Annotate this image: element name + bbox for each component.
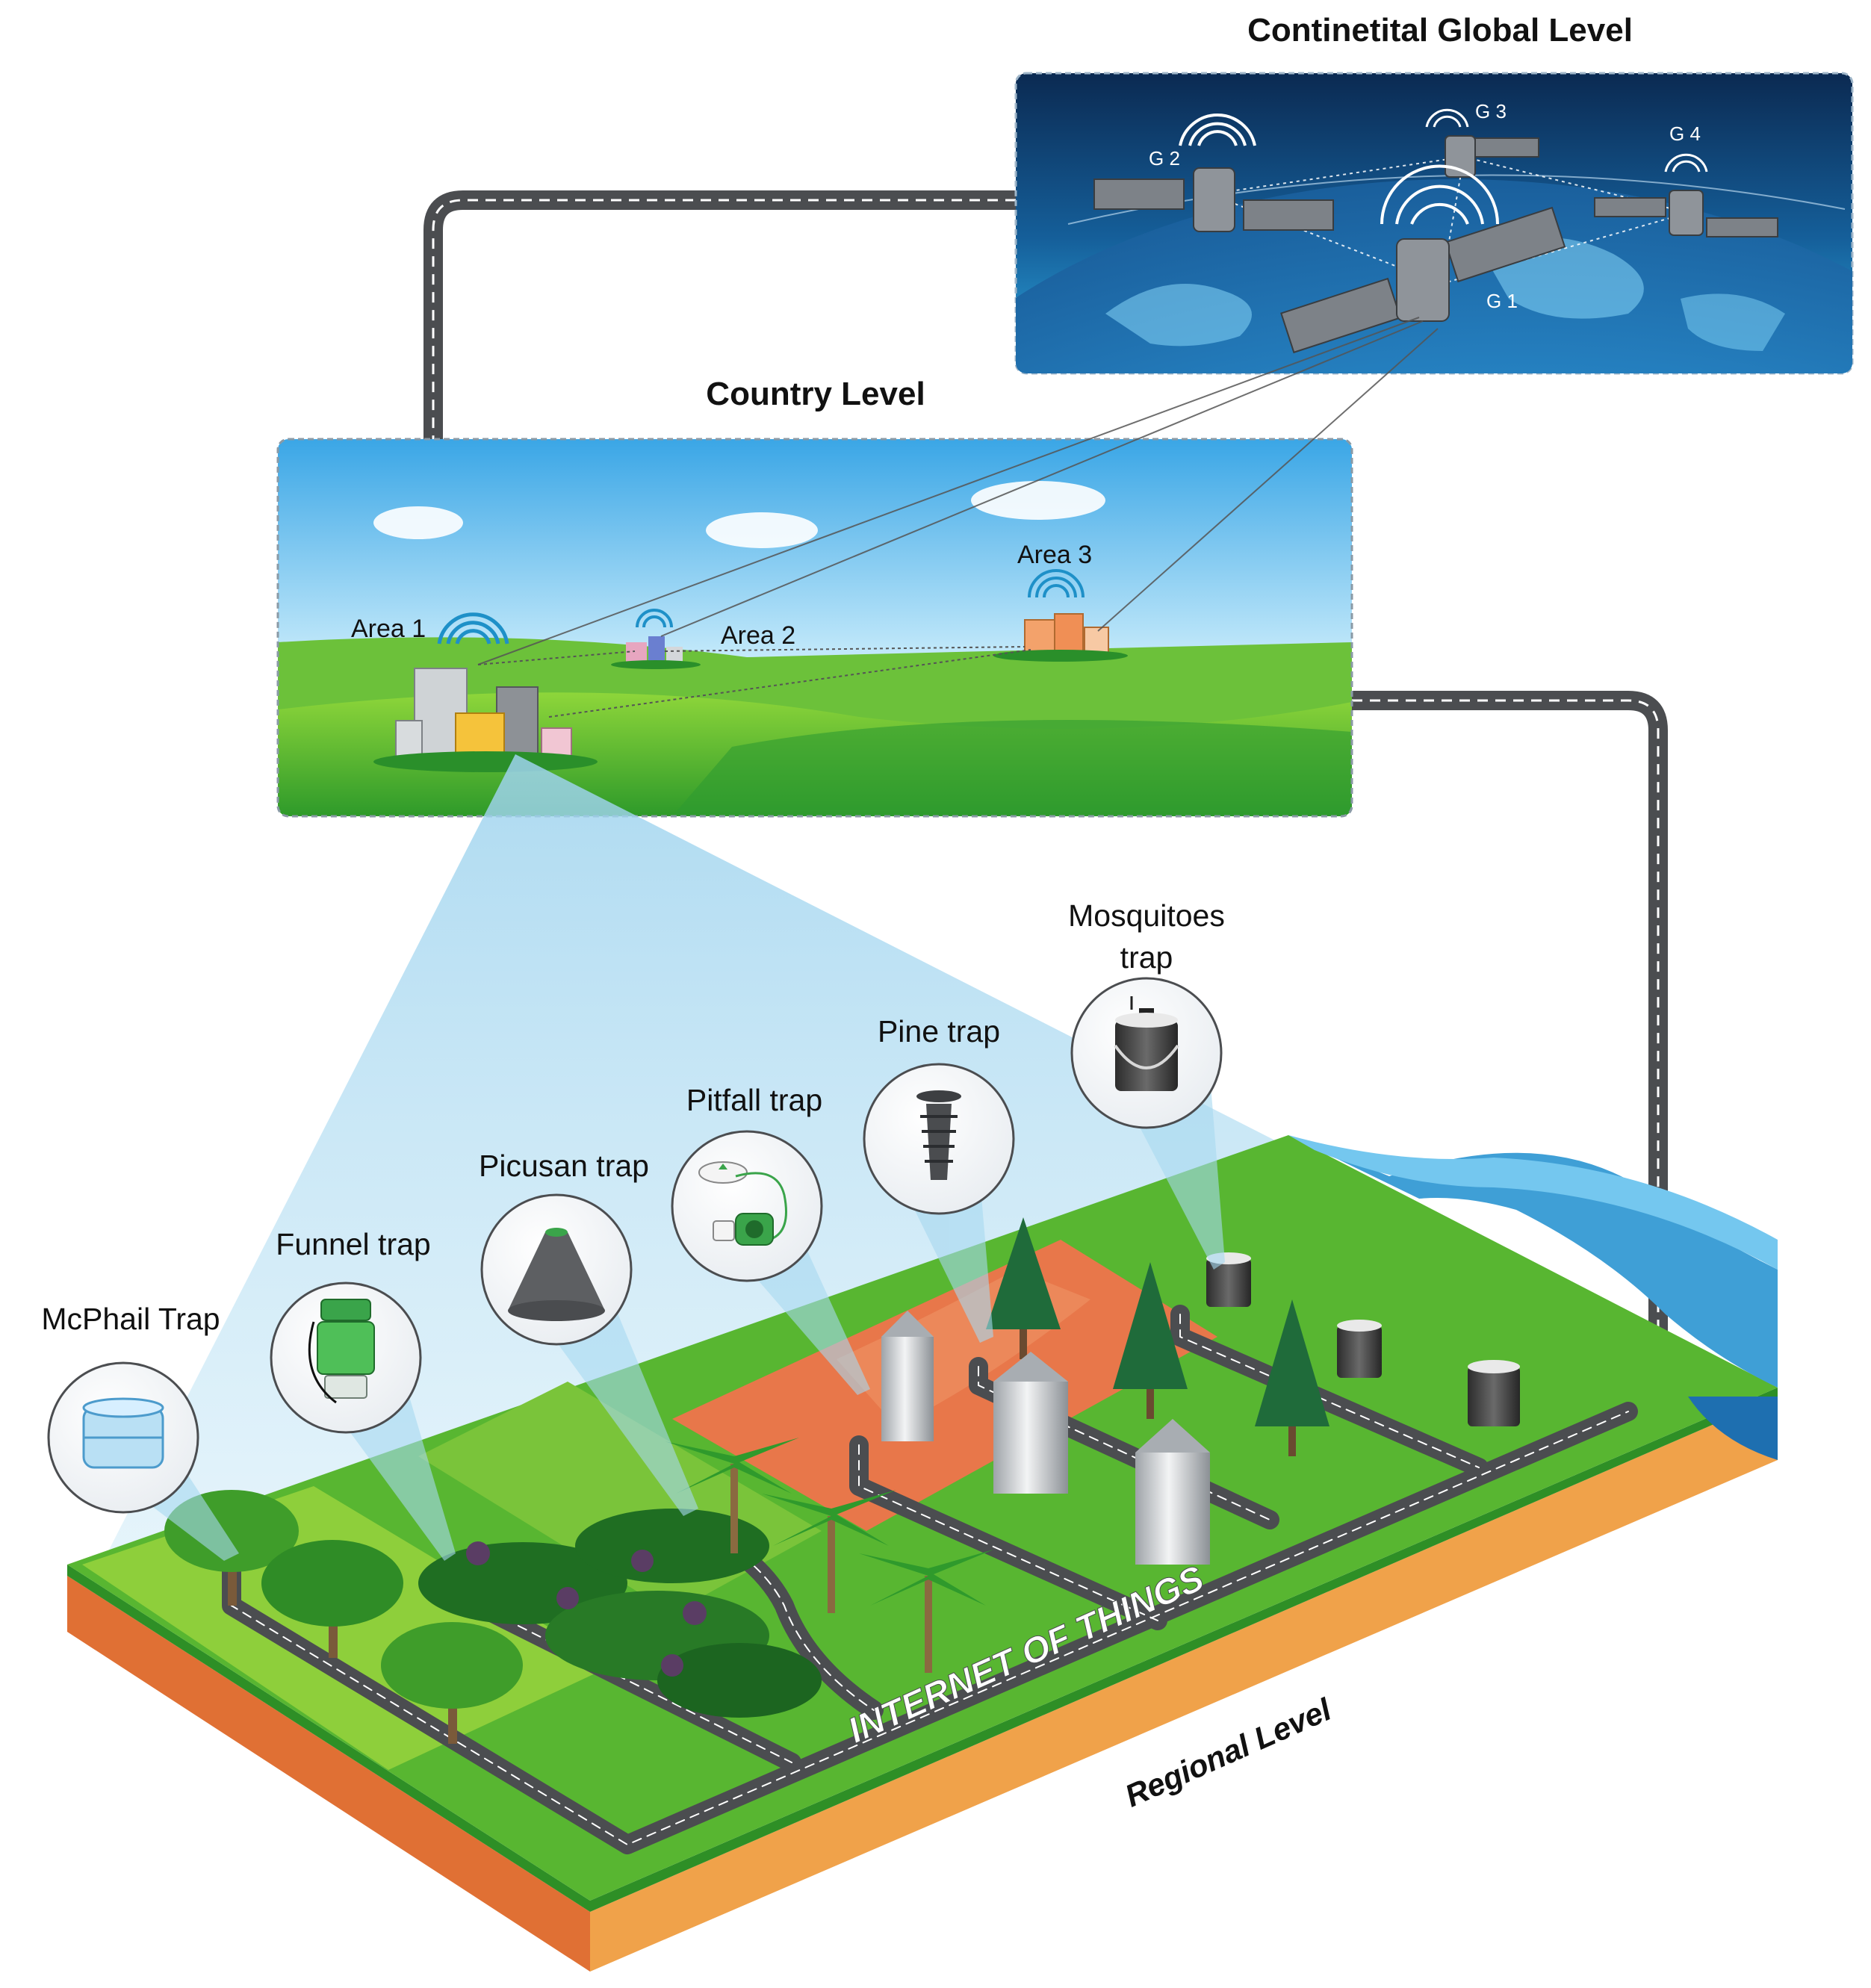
mosquito-buckets	[1206, 1252, 1520, 1426]
satellite-label-g3: G 3	[1475, 100, 1507, 122]
signal-icon	[1425, 108, 1469, 128]
area-2-town	[611, 609, 701, 669]
signal-icon	[1179, 114, 1256, 146]
mcphail-trap-label: McPhail Trap	[41, 1302, 220, 1336]
area-3-label: Area 3	[1017, 541, 1092, 569]
palm-trees	[665, 1438, 993, 1673]
satellite-label-g2: G 2	[1149, 147, 1180, 170]
mcphail-trap-icon	[82, 1397, 164, 1469]
signal-icon	[1028, 569, 1085, 598]
mcphail-trap-callout	[47, 1361, 199, 1514]
orchard-trees	[164, 1490, 523, 1744]
satellite-label-g1: G 1	[1486, 290, 1518, 312]
pine-trap-callout	[863, 1063, 1015, 1215]
funnel-trap-icon	[308, 1299, 375, 1404]
mosquitoes-trap-label-line2: trap	[1120, 940, 1173, 975]
satellite-g4	[1594, 153, 1778, 237]
signal-icon	[1664, 153, 1708, 173]
satellite-g1	[1280, 164, 1566, 354]
pitfall-trap-icon	[698, 1161, 787, 1246]
signal-icon	[1380, 164, 1499, 225]
mosquitoes-trap-label-line1: Mosquitoes	[1068, 898, 1225, 933]
mosquitoes-trap-callout	[1070, 977, 1223, 1129]
funnel-trap-label: Funnel trap	[276, 1227, 430, 1261]
global-level-panel: G 2 G 3 G 1	[1014, 72, 1854, 375]
picusan-trap-label: Picusan trap	[479, 1149, 649, 1183]
area-links	[477, 646, 1031, 718]
pine-trees	[986, 1217, 1329, 1456]
country-level-title: Country Level	[706, 376, 925, 412]
pitfall-trap-label: Pitfall trap	[686, 1083, 822, 1117]
vineyard	[418, 1509, 822, 1718]
area-3-town	[993, 569, 1128, 662]
satellite-g2	[1093, 114, 1334, 232]
pitfall-trap-callout	[671, 1130, 823, 1282]
pine-trap-label: Pine trap	[878, 1014, 1000, 1049]
area-1-label: Area 1	[351, 615, 426, 643]
funnel-trap-callout	[270, 1282, 422, 1434]
signal-icon	[636, 609, 673, 628]
pine-trap-icon	[916, 1090, 961, 1180]
grain-silos	[881, 1311, 1210, 1565]
area-2-label: Area 2	[721, 621, 795, 650]
picusan-trap-icon	[508, 1228, 605, 1321]
area-1-city	[373, 612, 598, 772]
picusan-trap-callout	[480, 1193, 633, 1346]
satellite-g3	[1425, 108, 1539, 178]
country-level-panel: Area 1 Area 2 Area 3	[276, 438, 1353, 818]
mosquitoes-trap-icon	[1114, 996, 1179, 1091]
signal-icon	[437, 612, 509, 644]
uplink-lines	[477, 317, 1439, 665]
global-level-title: Continetital Global Level	[1247, 12, 1633, 49]
satellite-label-g4: G 4	[1669, 122, 1701, 145]
